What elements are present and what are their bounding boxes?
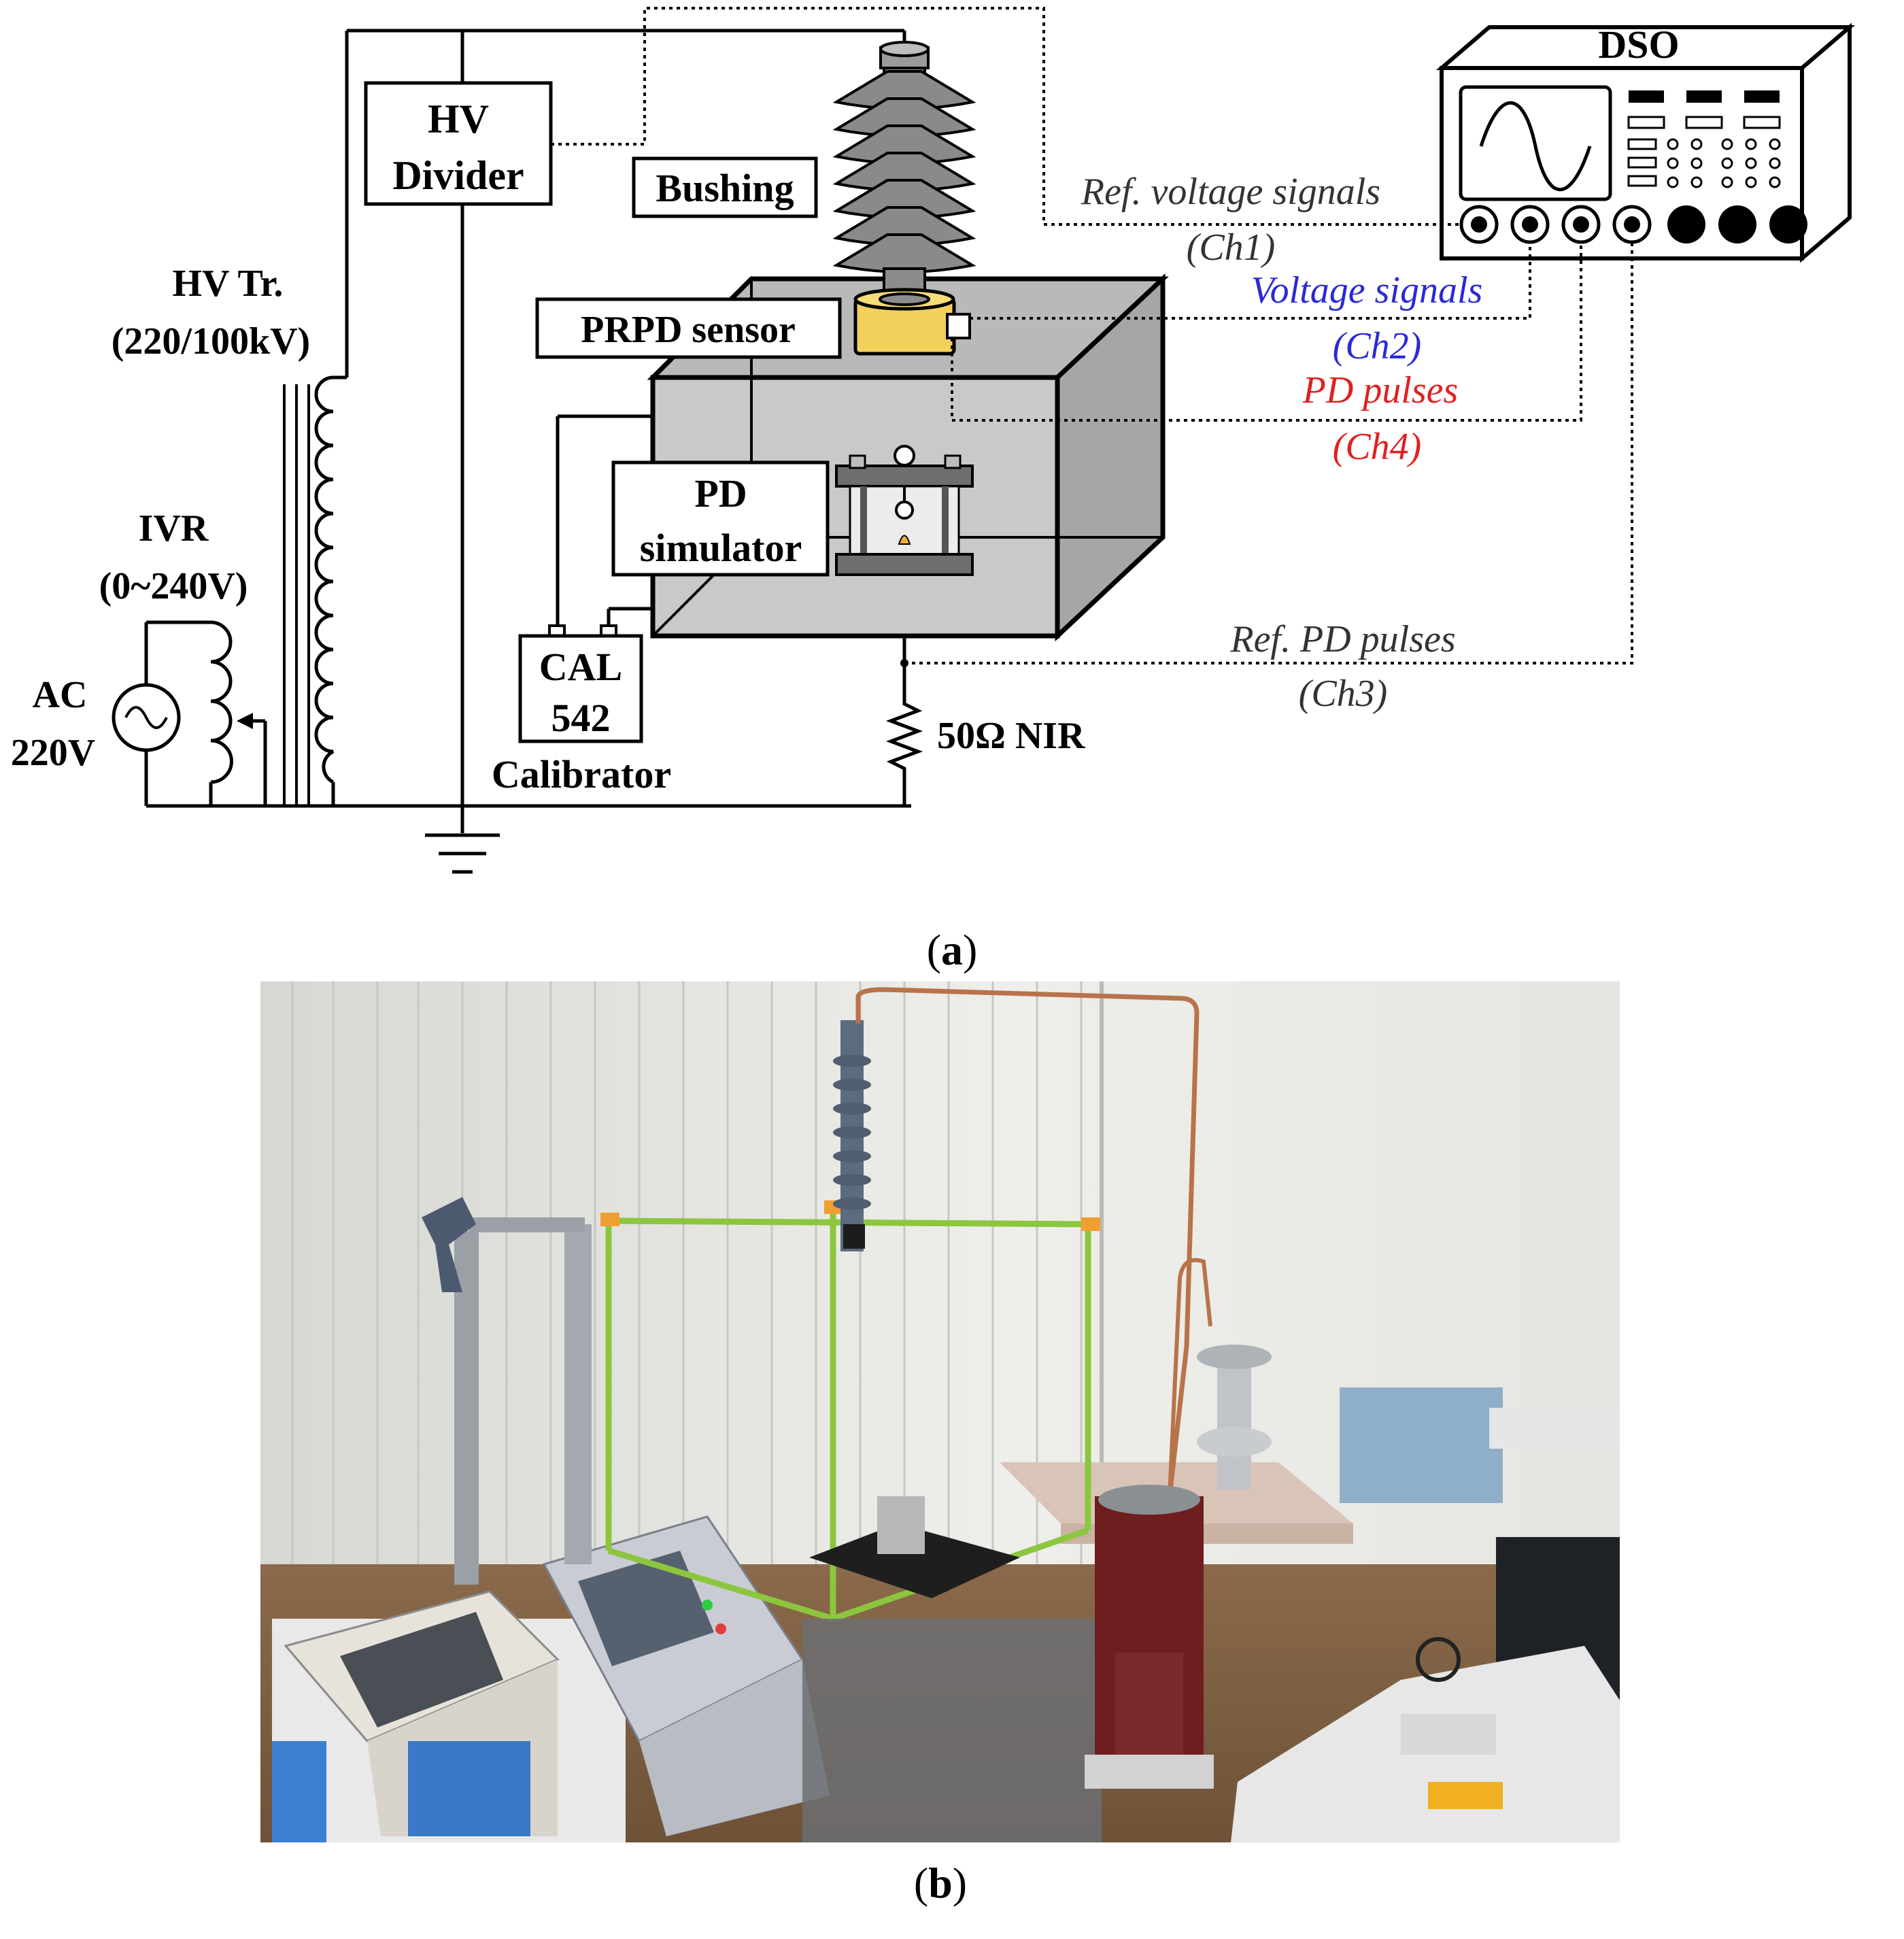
hv-tr-label-2: (220/100kV) xyxy=(112,320,310,362)
prpd-sensor-label-box: PRPD sensor xyxy=(535,297,842,359)
signal-lines xyxy=(551,7,1633,664)
pd-simulator-label-2: simulator xyxy=(640,526,802,570)
bushing-insulator xyxy=(832,41,976,294)
calibrator-label: Calibrator xyxy=(492,752,671,796)
ac-label-2: 220V xyxy=(11,732,95,774)
hv-divider: HV Divider xyxy=(364,81,553,206)
hv-divider-label-2: Divider xyxy=(392,153,524,198)
ground-symbol xyxy=(425,833,500,874)
pd-simulator-label-box: PD simulator xyxy=(611,460,830,577)
cal-label-1: CAL xyxy=(539,645,622,689)
caption-b: (b) xyxy=(914,1859,967,1907)
ch1-label: (Ch1) xyxy=(1187,226,1276,269)
pd-simulator-label-1: PD xyxy=(694,471,747,516)
hv-tr-label-1: HV Tr. xyxy=(173,263,284,305)
signal-labels: Ref. voltage signals (Ch1) Voltage signa… xyxy=(1081,171,1482,715)
bushing-label: Bushing xyxy=(656,166,794,210)
hv-divider-label-1: HV xyxy=(428,97,489,141)
prpd-sensor xyxy=(853,288,971,356)
ac-label-1: AC xyxy=(33,674,88,716)
caption-a: (a) xyxy=(927,926,978,974)
dso-oscilloscope: DSO xyxy=(1435,22,1856,263)
prpd-sensor-label: PRPD sensor xyxy=(581,309,796,351)
ch2-label: (Ch2) xyxy=(1333,325,1422,367)
calibrator: CAL 542 Calibrator xyxy=(492,624,671,796)
voltage-signal-label: Voltage signals xyxy=(1251,269,1483,311)
bushing-label-box: Bushing xyxy=(632,156,818,218)
pd-pulses-label: PD pulses xyxy=(1302,369,1459,411)
ch4-label: (Ch4) xyxy=(1333,426,1422,468)
ivr-label-1: IVR xyxy=(139,507,209,550)
hv-transformer: HV Tr. (220/100kV) xyxy=(112,263,335,806)
nir-resistor: 50Ω NIR xyxy=(885,694,1085,775)
ch3-label: (Ch3) xyxy=(1299,673,1388,715)
circuit-diagram: HV Divider Bushing xyxy=(11,7,1856,874)
ac-source: AC 220V xyxy=(11,674,181,774)
nir-label: 50Ω NIR xyxy=(937,715,1085,757)
dso-label: DSO xyxy=(1598,22,1679,67)
ivr-label-2: (0~240V) xyxy=(99,565,248,607)
pd-simulator-cell xyxy=(835,445,974,576)
ref-pd-label: Ref. PD pulses xyxy=(1229,618,1455,660)
cal-label-2: 542 xyxy=(551,696,611,740)
dso-channel-inputs xyxy=(1459,205,1652,244)
ref-voltage-label: Ref. voltage signals xyxy=(1081,171,1380,213)
ivr: IVR (0~240V) xyxy=(99,507,265,784)
lab-photograph xyxy=(260,981,1620,1842)
